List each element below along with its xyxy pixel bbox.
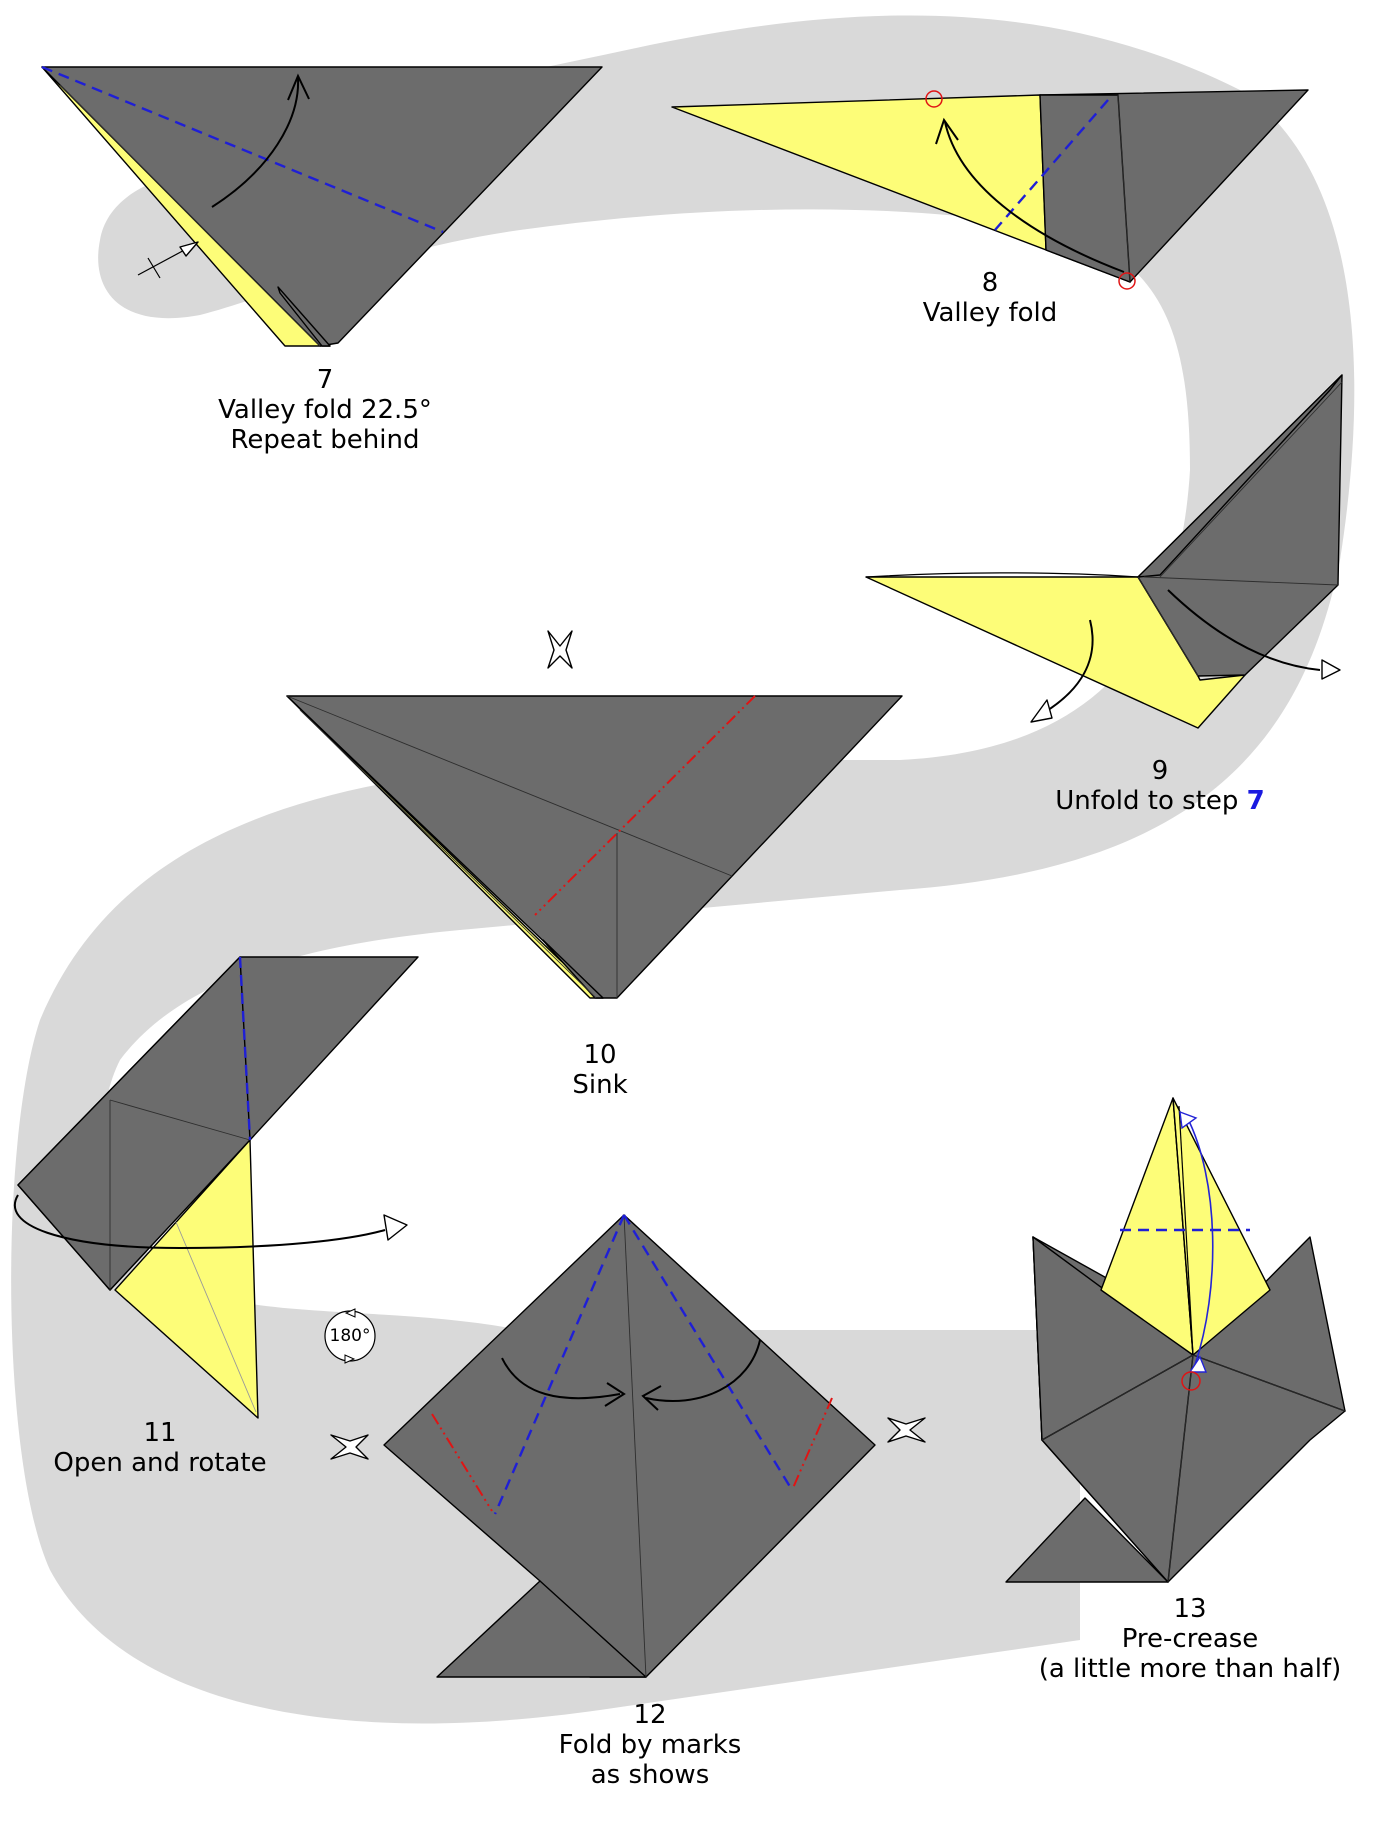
step-11-instruction: Open and rotate — [53, 1448, 267, 1478]
step-10-caption: 10 Sink — [530, 1040, 670, 1100]
step-12-number: 12 — [633, 1700, 667, 1730]
step-12-instruction: Fold by marks — [558, 1730, 742, 1760]
step-8-instruction: Valley fold — [922, 298, 1058, 328]
reference-point-circle-icon — [1118, 272, 1136, 290]
step-12-fold-arrow-left — [501, 1357, 621, 1400]
next-step-arrow-icon — [887, 1417, 926, 1443]
step-8-figure — [671, 89, 1309, 290]
step-13-instruction: Pre-crease — [1121, 1624, 1259, 1654]
step-7-instruction-2: Repeat behind — [230, 425, 420, 455]
step-9-number: 9 — [1151, 756, 1169, 786]
rotation-label: 180° — [329, 1326, 371, 1346]
step-11-open-arrow — [13, 1194, 386, 1250]
reference-point-circle-icon — [1181, 1371, 1201, 1391]
step-12-mountain-line-left — [431, 1413, 493, 1512]
rotate-180-icon — [324, 1308, 376, 1364]
step-11-figure — [13, 956, 419, 1419]
step-7-valley-line — [41, 65, 444, 234]
next-step-arrow-icon — [330, 1434, 369, 1460]
step-9-instruction: Unfold to step — [1055, 786, 1247, 816]
step-12-figure — [383, 1214, 876, 1678]
step-9-figure — [865, 374, 1343, 729]
reference-point-circle-icon — [925, 90, 943, 108]
next-step-arrow-icon — [547, 630, 573, 669]
step-8-caption: 8 Valley fold — [880, 268, 1100, 328]
step-7-fold-arrow — [211, 77, 300, 208]
step-12-fold-arrow-right — [645, 1339, 761, 1402]
step-9-caption: 9 Unfold to step 7 — [1030, 756, 1290, 816]
step-13-figure — [1005, 1097, 1346, 1583]
step-7-figure — [41, 65, 603, 347]
step-8-fold-arrow — [944, 121, 1125, 273]
step-13-caption: 13 Pre-crease (a little more than half) — [1030, 1594, 1350, 1684]
step-9-unfold-arrow-left — [1044, 619, 1094, 713]
step-10-instruction: Sink — [572, 1070, 628, 1100]
step-12-mountain-line-right — [792, 1397, 833, 1489]
step-11-number: 11 — [143, 1418, 177, 1448]
repeat-behind-arrow-icon — [137, 241, 199, 279]
step-8-valley-line — [994, 99, 1109, 231]
step-13-number: 13 — [1173, 1594, 1207, 1624]
step-12-instruction-2: as shows — [590, 1760, 710, 1790]
step-10-mountain-line — [534, 695, 756, 916]
step-13-precrease-arrow — [1185, 1114, 1214, 1366]
step-7-instruction: Valley fold 22.5° — [218, 395, 432, 425]
step-7-caption: 7 Valley fold 22.5° Repeat behind — [185, 365, 465, 455]
step-9-unfold-arrow-right — [1167, 589, 1321, 671]
step-9-step-reference[interactable]: 7 — [1246, 786, 1265, 816]
step-12-caption: 12 Fold by marks as shows — [530, 1700, 770, 1790]
step-10-number: 10 — [583, 1040, 617, 1070]
step-7-number: 7 — [316, 365, 334, 395]
step-11-caption: 11 Open and rotate — [40, 1418, 280, 1478]
step-13-instruction-2: (a little more than half) — [1038, 1654, 1342, 1684]
step-8-number: 8 — [981, 268, 999, 298]
step-11-valley-line — [238, 956, 252, 1141]
step-10-figure — [286, 695, 903, 999]
step-12-valley-line-left — [493, 1214, 626, 1515]
